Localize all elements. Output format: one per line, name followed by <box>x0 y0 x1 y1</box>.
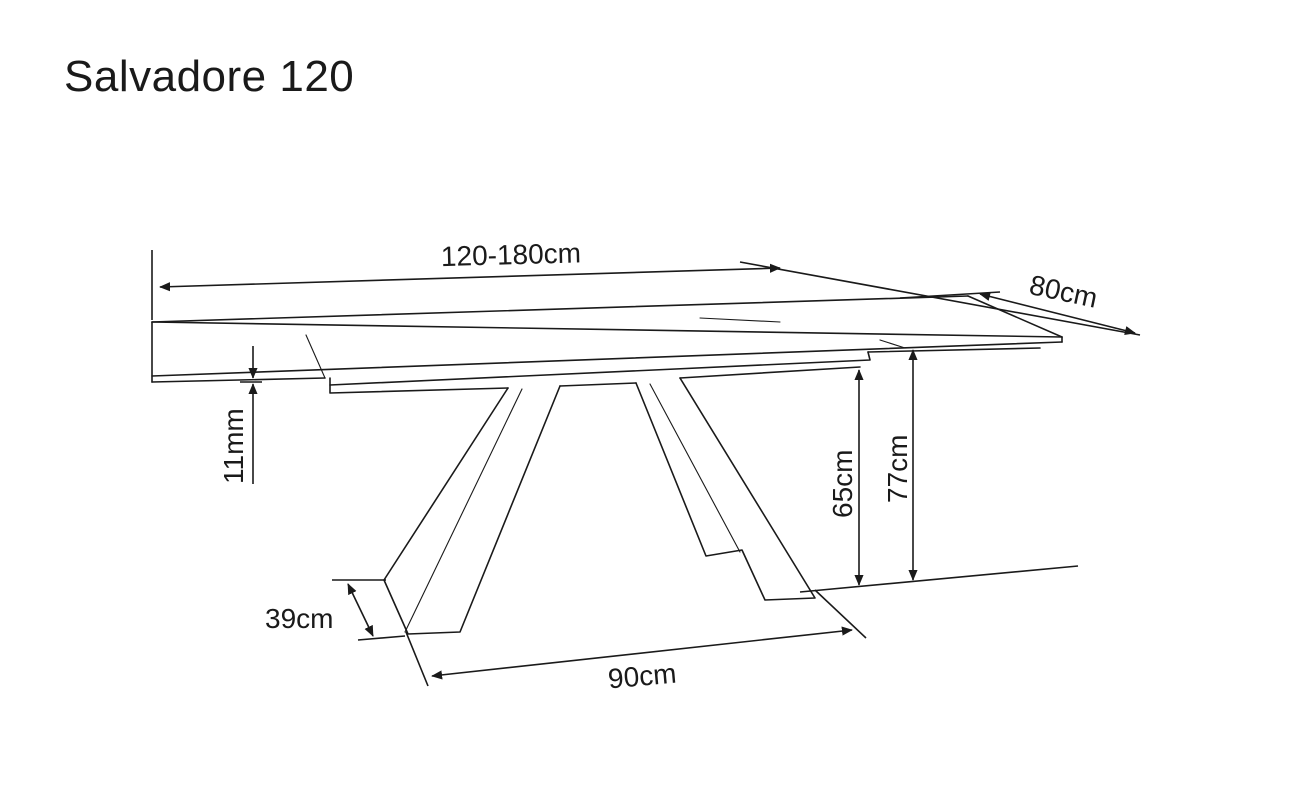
product-title: Salvadore 120 <box>64 52 355 101</box>
dimension-width: 80cm <box>899 269 1136 335</box>
dimension-length: 120-180cm <box>151 237 1141 336</box>
length-label: 120-180cm <box>441 237 582 272</box>
total-height-label: 77cm <box>882 435 913 503</box>
table-top <box>151 295 1063 394</box>
foot-span-label: 90cm <box>607 658 678 695</box>
dimension-heights: 65cm 77cm <box>799 349 1079 593</box>
dimension-foot-span: 90cm <box>405 589 867 695</box>
foot-depth-label: 39cm <box>265 603 333 634</box>
dimension-foot-depth: 39cm <box>265 579 406 641</box>
table-legs <box>383 377 816 635</box>
width-label: 80cm <box>1027 269 1100 314</box>
apron-height-label: 65cm <box>827 450 858 518</box>
dimension-thickness: 11mm <box>218 346 262 484</box>
thickness-label: 11mm <box>218 408 249 484</box>
